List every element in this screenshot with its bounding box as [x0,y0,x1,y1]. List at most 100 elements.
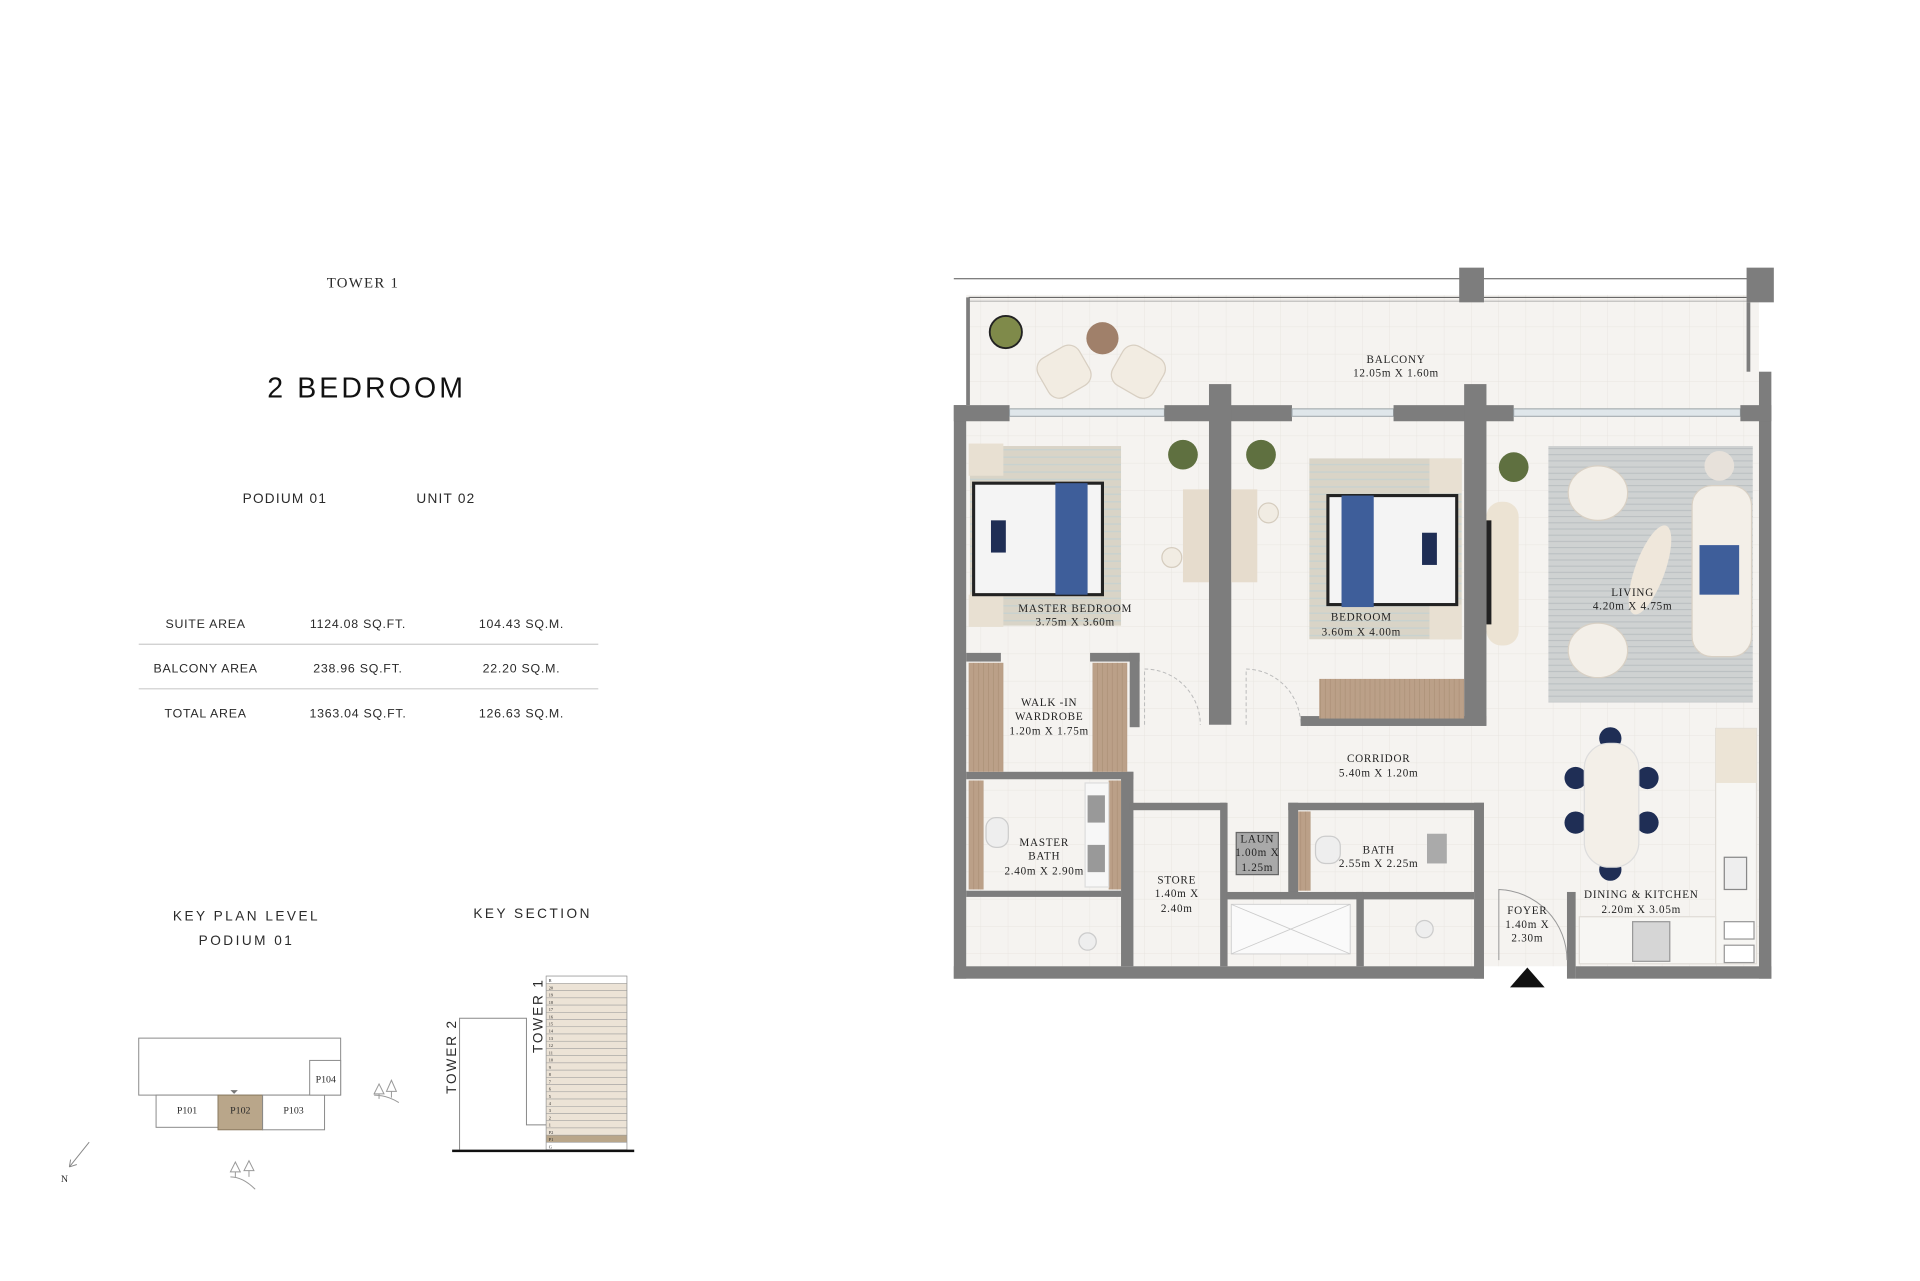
table-row: BALCONY AREA 238.96 SQ.FT. 22.20 SQ.M. [153,662,559,676]
wall [1220,802,1228,967]
chair [1636,766,1659,790]
row-label: BALCONY AREA [153,662,257,676]
key-section-diagram: TOWER 2 TOWER 1 R20191817161514131211109… [444,975,635,1153]
wall [1288,802,1299,896]
floor-band [546,1106,628,1114]
walk-in-name: WALK -IN [1021,697,1077,709]
floor-band [546,1055,628,1064]
wall [1746,302,1751,372]
cushion [990,520,1006,553]
appliance-icon [1723,921,1755,940]
wall [966,297,970,406]
floor-label: 12 [549,1043,553,1048]
balcony-size: 12.05m X 1.60m [1353,368,1439,380]
wardrobe [1319,678,1465,719]
floor-label: 20 [549,985,553,990]
floor-band [546,1004,628,1013]
floor-band [546,975,628,984]
nightstand [968,594,1004,627]
laundry-size: 1.00m X [1235,847,1279,859]
wall [1393,405,1514,422]
podium-outline [138,1037,342,1096]
floor-band [546,983,628,991]
foyer-size: 1.40m X [1505,919,1549,931]
unit-label-p103: P103 [283,1106,303,1117]
floor-band [546,1120,628,1129]
row-sqm: 104.43 SQ.M. [479,617,564,631]
bath-name: BATH [1363,845,1395,857]
chair [1636,811,1659,834]
window [1291,408,1395,417]
nightstand [968,443,1004,476]
plant-icon [1498,452,1529,482]
sink-icon [1426,833,1447,864]
chair [1564,811,1587,834]
wardrobe [968,662,1004,772]
door-swing [1144,668,1201,725]
living-name: LIVING [1611,587,1654,599]
wall [1758,371,1772,979]
floor-label: 4 [549,1101,552,1106]
wood-panel [968,780,984,890]
floor-band [546,1012,628,1020]
bed-throw [1341,495,1374,608]
floor-label: 6 [549,1087,552,1092]
dining-chairs [1564,727,1659,881]
washer-icon [1235,831,1279,876]
corridor-name: CORRIDOR [1347,753,1410,765]
side-table [1086,322,1119,355]
sink-icon [1087,795,1105,823]
unit-p104 [309,1059,342,1096]
sofa-throw [1699,545,1740,595]
master-bath-name: MASTER [1019,837,1069,849]
wall [966,771,1134,780]
row-label: TOTAL AREA [165,706,247,720]
row-sqft: 238.96 SQ.FT. [313,662,402,676]
plant-icon [1246,439,1276,470]
wall [1129,652,1140,728]
living-size: 4.20m X 4.75m [1593,601,1673,613]
floor-band [546,1062,628,1071]
wall [1129,802,1227,811]
row-sqft: 1124.08 SQ.FT. [310,617,406,631]
floor-label: 8 [549,1072,551,1077]
bedroom-name: BEDROOM [1331,612,1392,624]
pantry [1715,728,1757,783]
table-row: SUITE AREA 1124.08 SQ.FT. 104.43 SQ.M. [165,617,564,631]
floor-label: 2 [549,1115,551,1120]
master-bedroom-name: MASTER BEDROOM [1018,603,1132,615]
row-label: SUITE AREA [165,617,245,631]
toilet-icon [985,817,1009,848]
master-bedroom-size: 3.75m X 3.60m [1035,617,1115,629]
wall [953,405,967,979]
wall [966,652,1001,662]
unit-p102-highlight [217,1094,264,1131]
plant-icon [988,315,1023,350]
column [1459,267,1484,303]
floor-band [546,1026,628,1035]
armchair [1567,622,1629,679]
wall [953,405,1010,422]
floor-label: 18 [549,1000,553,1005]
unit-label-p101: P101 [177,1106,197,1117]
wall [953,966,1484,979]
floor-band [546,1048,628,1056]
bedroom-size: 3.60m X 4.00m [1322,627,1402,639]
floor-band [546,1069,628,1078]
key-plan-level: PODIUM 01 [199,933,295,948]
wardrobe [1092,662,1128,772]
floor-label: R [549,978,552,983]
unit-label: UNIT 02 [416,491,475,506]
laundry-name: LAUN [1240,833,1274,845]
laundry-size: 1.25m [1241,862,1273,874]
cushion [1422,532,1437,565]
key-plan-title: KEY PLAN LEVEL [173,908,320,923]
plant-icon [1168,439,1198,470]
floor-band [546,1033,628,1042]
unit-p103 [262,1094,326,1131]
wall [1300,716,1487,726]
chair [1257,502,1279,524]
entry-door [1498,888,1568,961]
floor-label: 9 [549,1065,551,1070]
